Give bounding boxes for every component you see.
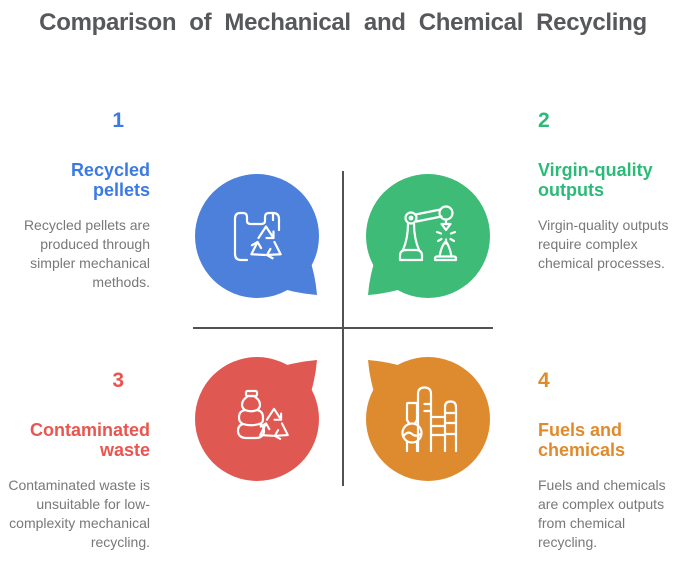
quadrant-4-text: 4 Fuels and chemicals Fuels and chemical… [538, 370, 682, 570]
quadrant-1-text: 1 Recycled pellets Recycled pellets are … [6, 110, 150, 290]
orange-speech-bubble [366, 357, 490, 481]
red-speech-bubble [195, 357, 319, 481]
quadrant-1-description: Recycled pellets are produced through si… [23, 217, 150, 290]
quadrant-2-heading: Virgin-quality outputs [538, 160, 653, 200]
quadrant-3-heading: Contaminated waste [29, 420, 150, 460]
page-title: Comparison of Mechanical and Chemical Re… [39, 9, 647, 36]
quadrant-3-text: 3 Contaminated waste Contaminated waste … [6, 370, 150, 570]
quadrant-2-description: Virgin-quality outputs require complex c… [538, 217, 669, 271]
quadrant-1-number: 1 [112, 109, 124, 132]
quadrant-3-description: Contaminated waste is unsuitable for low… [8, 477, 150, 550]
quadrant-3-number: 3 [112, 369, 124, 392]
quadrant-2-number: 2 [538, 109, 550, 132]
green-speech-bubble [366, 174, 490, 298]
oil-refinery-icon [401, 386, 458, 453]
quadrant-2-text: 2 Virgin-quality outputs Virgin-quality … [538, 110, 682, 290]
quadrant-4-heading: Fuels and chemicals [538, 420, 626, 460]
quadrant-1-heading: Recycled pellets [70, 160, 150, 200]
blue-speech-bubble [195, 174, 319, 298]
crushed-bottle-recycle-icon [236, 389, 289, 440]
quadrant-4-number: 4 [538, 369, 550, 392]
divider-horizontal [193, 327, 493, 329]
robot-arm-icon [398, 205, 458, 262]
plastic-bag-recycle-icon [233, 211, 282, 262]
quadrant-4-description: Fuels and chemicals are complex outputs … [538, 477, 666, 550]
